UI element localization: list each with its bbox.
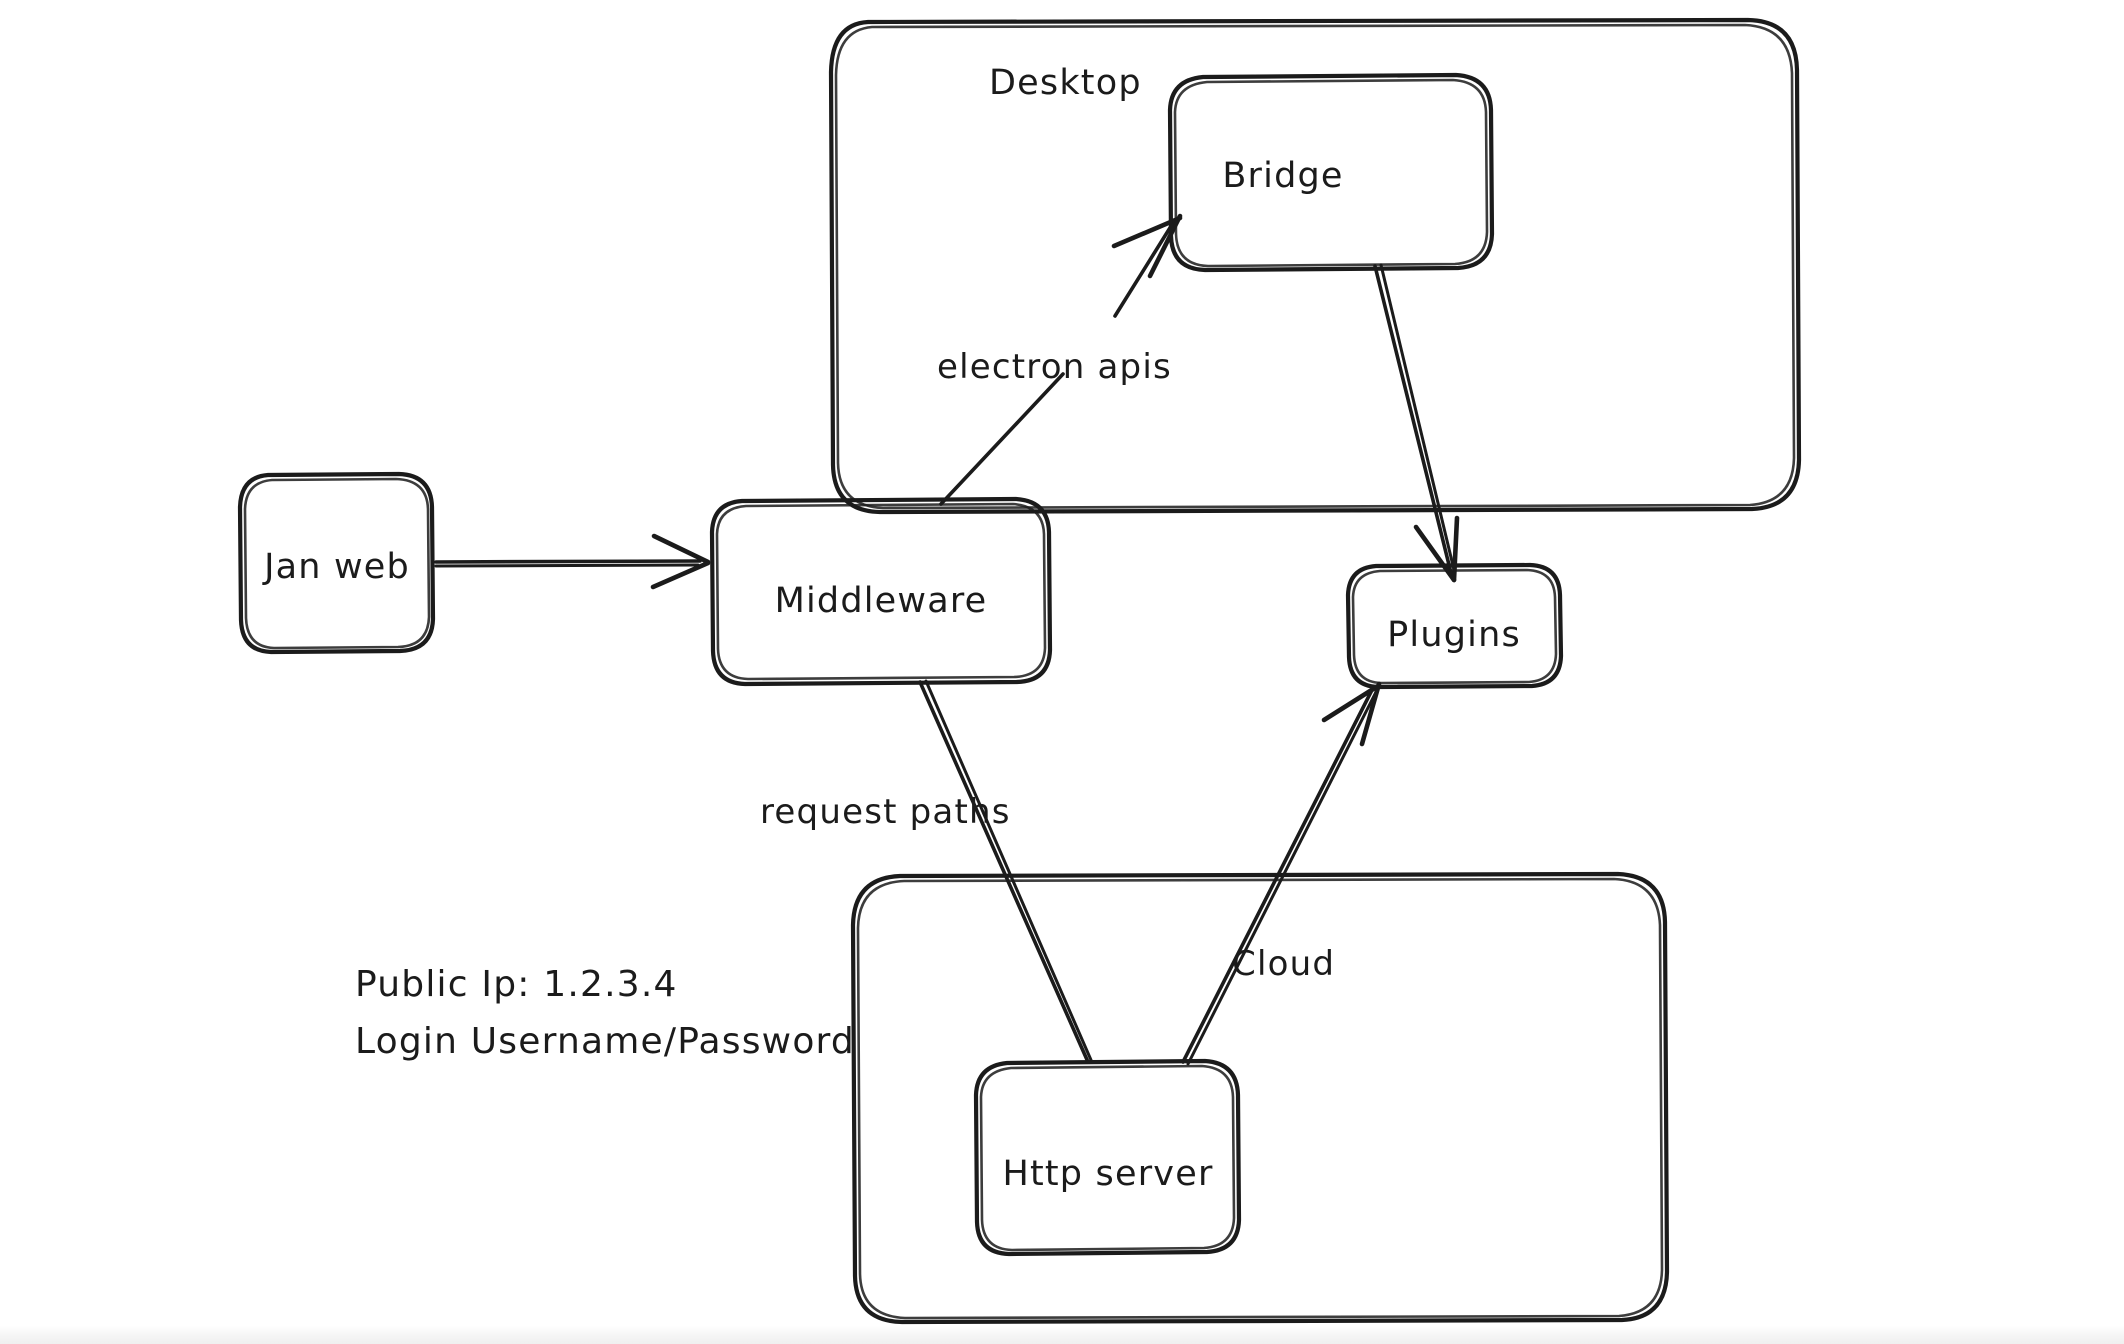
edge-line xyxy=(1181,686,1375,1064)
desktop-group-label: Desktop xyxy=(989,63,1142,103)
http-server-box-outline-secondary xyxy=(979,1064,1236,1252)
plugins-box-outline-secondary xyxy=(1351,568,1558,685)
edge-line-secondary xyxy=(1186,688,1379,1066)
edge-middleware-httpserver xyxy=(918,679,1093,1064)
edge-label-cloud: Cloud xyxy=(1232,944,1335,984)
edge-httpserver-plugins xyxy=(1181,681,1382,1066)
desktop-container-outline xyxy=(828,17,1802,515)
plugins-node-label: Plugins xyxy=(1387,615,1521,655)
edge-line-upper-segment xyxy=(1113,221,1175,318)
bridge-box-outline-secondary xyxy=(1173,78,1489,268)
node-http-server[interactable] xyxy=(973,1058,1242,1257)
plugins-box-outline xyxy=(1345,562,1564,690)
note-login-credentials: Login Username/Password xyxy=(355,1021,855,1062)
middleware-box-outline xyxy=(709,496,1053,687)
edge-line xyxy=(434,559,702,564)
node-plugins[interactable] xyxy=(1345,562,1564,690)
node-middleware[interactable] xyxy=(709,496,1053,687)
middleware-node-label: Middleware xyxy=(775,581,988,621)
edge-label-request-paths: request paths xyxy=(760,792,1011,832)
arrowhead-upper xyxy=(1359,681,1382,747)
http-server-box-outline xyxy=(973,1058,1242,1257)
jan-web-box-outline-secondary xyxy=(243,477,431,650)
jan-web-box-outline xyxy=(237,471,436,655)
edge-line xyxy=(918,680,1090,1064)
note-public-ip: Public Ip: 1.2.3.4 xyxy=(355,964,678,1005)
arrowhead-upper xyxy=(651,533,711,565)
edge-line-secondary xyxy=(924,679,1093,1062)
edge-line-secondary xyxy=(434,563,700,568)
cloud-container-outline xyxy=(850,871,1670,1325)
edge-janweb-middleware xyxy=(434,533,711,590)
bridge-node-label: Bridge xyxy=(1222,156,1343,196)
arrowhead-lower xyxy=(1321,683,1381,723)
node-bridge[interactable] xyxy=(1167,72,1495,273)
edge-line xyxy=(1373,264,1454,579)
edge-bridge-plugins xyxy=(1373,263,1460,583)
bridge-box-outline xyxy=(1167,72,1495,273)
arrowhead-lower xyxy=(650,560,711,590)
node-jan-web[interactable] xyxy=(237,471,436,655)
jan-web-node-label: Jan web xyxy=(262,547,410,587)
desktop-container-outline-secondary xyxy=(834,23,1796,510)
cloud-container-outline-secondary xyxy=(856,877,1664,1320)
edge-label-electron-apis: electron apis xyxy=(937,347,1172,387)
group-desktop[interactable] xyxy=(828,17,1802,515)
edge-line-lower-segment xyxy=(939,372,1065,506)
group-cloud[interactable] xyxy=(850,871,1670,1325)
arrowhead-left xyxy=(1413,524,1457,583)
bottom-gradient-band xyxy=(0,1326,2124,1344)
middleware-box-outline-secondary xyxy=(715,502,1047,681)
edge-line-secondary xyxy=(1379,263,1457,576)
http-server-node-label: Http server xyxy=(1002,1154,1213,1194)
